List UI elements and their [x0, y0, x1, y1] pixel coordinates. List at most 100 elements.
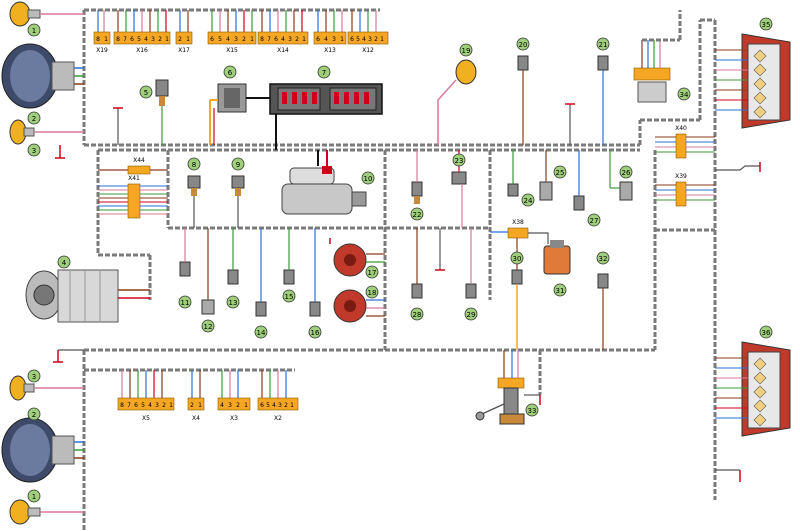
pin-x5-2: 6 — [134, 402, 138, 409]
label-c2b: 2 — [32, 411, 36, 419]
label-c27: 27 — [590, 217, 599, 225]
pin-x5-7: 1 — [169, 402, 173, 409]
sensor-23: 23 — [451, 150, 467, 228]
label-c36: 36 — [762, 329, 771, 337]
pin-x14-6: 1 — [302, 36, 306, 43]
connector-label-x13: X13 — [324, 47, 336, 54]
pin-x16-6: 2 — [158, 36, 162, 43]
pin-x14-2: 6 — [274, 36, 278, 43]
pin-x17-0: 2 — [178, 36, 182, 43]
sensor-26: 26 — [609, 150, 633, 201]
label-c33: 33 — [528, 407, 537, 415]
label-c9: 9 — [236, 161, 240, 169]
pin-x3-2: 2 — [236, 402, 240, 409]
starter-motor: 10 — [281, 150, 375, 215]
component-31: 31 — [543, 240, 571, 297]
connector-label-x44: X44 — [133, 157, 145, 164]
sensor-28: 28 — [410, 228, 424, 321]
connector-x39: X39 — [655, 173, 715, 207]
sensor-30: 30 — [510, 238, 524, 350]
connector-x5: 8 7 6 5 4 3 2 1 X5 — [117, 397, 175, 422]
connector-x16: 8 7 6 5 4 3 2 1 X16 — [113, 31, 171, 54]
pin-x4-0: 2 — [190, 402, 194, 409]
diagnostic-plug: 34 — [633, 38, 691, 103]
pin-x15-3: 3 — [234, 36, 238, 43]
pin-x3-0: 4 — [220, 402, 224, 409]
pin-x15-0: 6 — [210, 36, 214, 43]
pin-x2-3: 3 — [278, 402, 282, 409]
label-c18: 18 — [368, 289, 377, 297]
connector-label-x19: X19 — [96, 47, 108, 54]
label-c12: 12 — [204, 323, 213, 331]
sensor-27: 27 — [573, 150, 601, 227]
pin-x3-1: 3 — [228, 402, 232, 409]
label-c26: 26 — [622, 169, 631, 177]
connector-label-x5: X5 — [142, 415, 150, 422]
label-c19: 19 — [462, 47, 471, 55]
label-c17: 17 — [368, 269, 377, 277]
connector-label-x12: X12 — [362, 47, 374, 54]
headlamp-left: 2 — [1, 43, 84, 125]
fuel-sender-33: 33 — [475, 350, 541, 425]
connector-label-x3: X3 — [230, 415, 238, 422]
pin-x2-4: 2 — [284, 402, 288, 409]
connector-x19: 8 1 X19 — [93, 31, 111, 54]
lamp-19: 19 — [437, 43, 477, 145]
pin-x13-3: 1 — [340, 36, 344, 43]
pin-x5-5: 3 — [155, 402, 159, 409]
sensor-25: 25 — [539, 150, 567, 201]
pin-x13-2: 3 — [332, 36, 336, 43]
pin-x19-1: 1 — [104, 36, 108, 43]
connector-x15: 6 5 4 3 2 1 X15 — [207, 31, 257, 54]
pin-x14-5: 2 — [295, 36, 299, 43]
harness-trunks — [82, 8, 717, 531]
connector-x41: X41 — [98, 175, 168, 219]
pin-x5-0: 8 — [120, 402, 124, 409]
label-c10: 10 — [364, 175, 373, 183]
sensor-16: 16 — [308, 228, 322, 339]
bottom-connector-row: 8 7 6 5 4 3 2 1 X5 2 1 X4 4 3 2 1 X3 6 5 — [117, 370, 299, 422]
label-c20: 20 — [519, 41, 528, 49]
pin-x4-1: 1 — [198, 402, 202, 409]
pin-x14-1: 7 — [267, 36, 271, 43]
pin-x16-5: 3 — [151, 36, 155, 43]
connector-label-x4: X4 — [192, 415, 200, 422]
pin-x3-3: 1 — [244, 402, 248, 409]
sensor-11: 11 — [178, 228, 192, 309]
connector-label-x2: X2 — [274, 415, 282, 422]
sensor-32: 32 — [596, 251, 610, 350]
front-turn-signal-right: 1 — [9, 489, 84, 525]
component-6: 6 — [209, 65, 270, 145]
label-c5: 5 — [144, 89, 148, 97]
pin-x12-3: 3 — [368, 36, 372, 43]
distributor-18: 18 — [333, 285, 385, 323]
label-c3b: 3 — [32, 373, 36, 381]
label-c24: 24 — [524, 197, 533, 205]
connector-label-x38: X38 — [512, 219, 524, 226]
side-repeater-left-bottom: 3 — [9, 369, 84, 401]
pin-x12-2: 4 — [362, 36, 366, 43]
connector-x14: 8 7 6 4 3 2 1 X14 — [257, 31, 309, 54]
top-connector-row: 8 1 X19 8 7 6 5 4 3 2 1 X16 2 1 X17 6 — [93, 10, 389, 54]
fuse-block: 7 — [269, 65, 383, 150]
pin-x16-3: 5 — [137, 36, 141, 43]
connector-x2: 6 5 4 3 2 1 X2 — [257, 397, 299, 422]
label-c13: 13 — [229, 299, 238, 307]
sensor-29: 29 — [464, 228, 478, 321]
pin-x16-1: 7 — [123, 36, 127, 43]
pin-x16-0: 8 — [116, 36, 120, 43]
pin-x12-0: 6 — [350, 36, 354, 43]
label-c32: 32 — [599, 255, 608, 263]
pin-x14-3: 4 — [281, 36, 285, 43]
pin-x12-5: 1 — [380, 36, 384, 43]
sensor-21: 21 — [596, 37, 610, 145]
label-c7: 7 — [322, 69, 326, 77]
pin-x15-4: 2 — [242, 36, 246, 43]
connector-x4: 2 1 X4 — [187, 397, 205, 422]
pin-x12-4: 2 — [374, 36, 378, 43]
label-c8: 8 — [192, 161, 196, 169]
pin-x15-1: 5 — [218, 36, 222, 43]
pin-x2-1: 5 — [266, 402, 270, 409]
label-c28: 28 — [413, 311, 422, 319]
sensor-9: 9 — [231, 157, 245, 228]
